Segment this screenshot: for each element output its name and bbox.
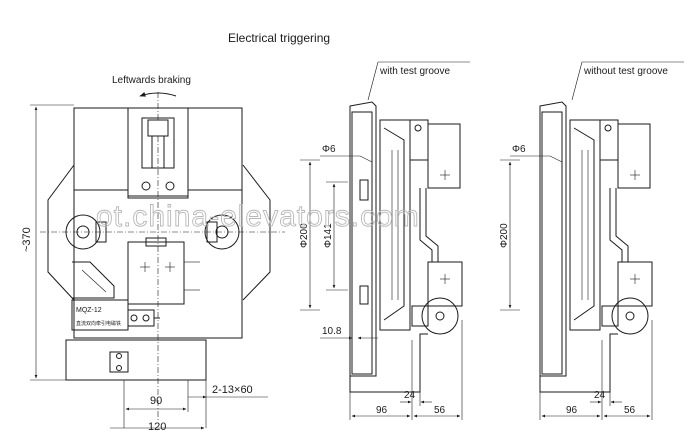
disc-profile	[569, 119, 601, 331]
motor-top	[617, 123, 651, 189]
dim-offset: 10.8	[322, 326, 342, 337]
front-view: Leftwards braking	[21, 75, 285, 433]
motor-top	[427, 123, 461, 189]
housing-frame	[349, 101, 377, 377]
dim-outer-dia: Φ200	[299, 223, 310, 248]
center-column	[127, 107, 189, 199]
caption-without-groove: without test groove	[583, 66, 668, 77]
bolt-icon	[130, 314, 138, 322]
disc-profile	[379, 119, 411, 331]
caption-with-groove: with test groove	[379, 66, 450, 77]
top-clamp	[147, 119, 169, 137]
watermark: ot.china-elevators.com	[96, 200, 420, 233]
angled-bracket	[72, 261, 115, 299]
direction-label: Leftwards braking	[112, 75, 191, 86]
center-slot	[141, 117, 175, 169]
base-bracket	[349, 333, 428, 393]
dim-motor-width: 56	[624, 405, 636, 416]
side-view-with-groove: with test groove Φ6	[299, 61, 470, 420]
left-roller	[65, 214, 101, 250]
top-right-block	[187, 107, 243, 191]
height-dim-label: ~370	[21, 227, 33, 252]
housing-frame	[539, 101, 567, 377]
width-inner-label: 90	[150, 395, 162, 407]
drawing-title: Electrical triggering	[228, 31, 330, 45]
bolt-icon	[165, 181, 175, 191]
dim-inner-dia: Φ141	[323, 223, 334, 248]
top-left-block	[73, 107, 129, 191]
base-bracket	[539, 333, 618, 393]
nameplate-code: MQZ-12	[76, 307, 102, 314]
magnet-block	[127, 241, 185, 305]
dim-motor-width: 56	[434, 405, 446, 416]
mounting-plate	[65, 339, 207, 381]
hole-spec-label: 2-13×60	[212, 384, 253, 396]
bolt-icon	[142, 314, 150, 322]
bolt-icon	[141, 181, 151, 191]
bolt-icon	[414, 124, 422, 132]
width-outer-label: 120	[148, 421, 166, 433]
dim-outer-dia: Φ200	[499, 223, 510, 248]
dim-gap: 24	[404, 390, 416, 401]
right-roller	[204, 214, 240, 250]
dim-base-width: 96	[376, 405, 388, 416]
disc-right-edge	[242, 164, 271, 301]
dim-small-hole: Φ6	[512, 144, 526, 155]
motor-lower	[617, 261, 653, 307]
side-view-without-groove: without test groove Φ6 Φ200	[499, 61, 684, 420]
nameplate-text: 直流双向牵引电磁铁	[76, 320, 121, 327]
dim-small-hole: Φ6	[322, 144, 336, 155]
wheel	[421, 297, 459, 335]
disc-left-edge	[47, 164, 75, 301]
wheel	[611, 297, 649, 335]
motor-lower	[427, 261, 463, 307]
bolt-icon	[604, 124, 612, 132]
dim-gap: 24	[594, 390, 606, 401]
dim-base-width: 96	[566, 405, 578, 416]
